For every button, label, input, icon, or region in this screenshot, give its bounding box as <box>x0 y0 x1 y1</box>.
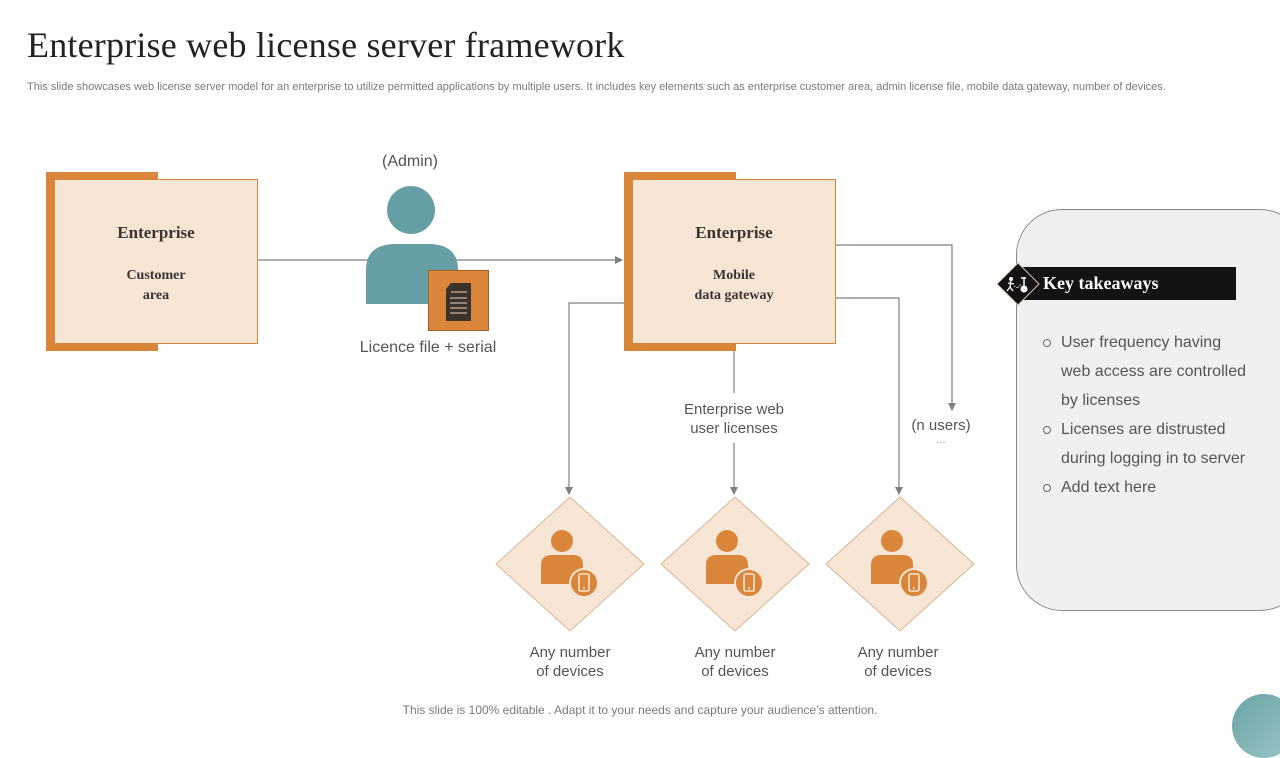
document-icon <box>446 283 471 321</box>
box-heading: Enterprise <box>117 223 195 242</box>
caption-line-1: Any number <box>694 644 776 661</box>
box-heading: Enterprise <box>695 223 773 242</box>
connector-gateway-to-device-1 <box>565 302 624 495</box>
label-line-2: user licenses <box>690 420 778 437</box>
caption-line-1: Any number <box>529 644 611 661</box>
caption-line-1: Any number <box>857 644 939 661</box>
box-line-1: Mobile <box>713 268 755 283</box>
licence-file-caption: Licence file + serial <box>359 339 497 356</box>
key-takeaways-list: User frequency having web access are con… <box>1040 328 1270 502</box>
takeaway-line: web access are controlled <box>1061 363 1246 380</box>
box-line-1: Customer <box>126 268 186 283</box>
takeaway-line: by licenses <box>1061 392 1141 409</box>
takeaway-item-3: Add text here <box>1040 473 1270 502</box>
takeaway-line: User frequency having <box>1061 334 1222 351</box>
device-caption-3: Any number of devices <box>823 643 973 681</box>
user-mobile-icon <box>541 530 599 598</box>
device-caption-2: Any number of devices <box>660 643 810 681</box>
caption-line-2: of devices <box>864 663 932 680</box>
takeaway-item-1: User frequency having web access are con… <box>1040 328 1270 415</box>
footer-note: This slide is 100% editable . Adapt it t… <box>402 703 878 717</box>
n-users-text: (n users) <box>911 417 971 434</box>
n-users-ellipsis: ... <box>936 434 946 446</box>
user-mobile-icon <box>706 530 764 598</box>
key-takeaway-icon <box>996 262 1040 306</box>
circle-bullet-icon <box>1043 484 1051 492</box>
admin-label: (Admin) <box>381 153 438 170</box>
device-node-2 <box>660 496 810 632</box>
key-takeaways-title: Key takeaways <box>1043 273 1159 293</box>
box-body: Enterprise Customer area <box>54 179 258 344</box>
takeaway-item-2: Licenses are distrusted during logging i… <box>1040 415 1270 473</box>
enterprise-customer-area-box: Enterprise Customer area <box>46 172 258 351</box>
caption-line-2: of devices <box>701 663 769 680</box>
web-user-licenses-label: Enterprise web user licenses <box>654 400 814 438</box>
caption-line-2: of devices <box>536 663 604 680</box>
device-node-3 <box>825 496 975 632</box>
user-mobile-icon <box>871 530 929 598</box>
device-caption-1: Any number of devices <box>495 643 645 681</box>
n-users-label: (n users) ... <box>896 416 986 446</box>
box-line-2: data gateway <box>694 288 774 303</box>
connector-gateway-to-n-users <box>836 244 956 411</box>
page-title: Enterprise web license server framework <box>27 25 625 65</box>
box-body: Enterprise Mobile data gateway <box>632 179 836 344</box>
circle-bullet-icon <box>1043 339 1051 347</box>
enterprise-gateway-box: Enterprise Mobile data gateway <box>624 172 836 351</box>
circle-bullet-icon <box>1043 426 1051 434</box>
takeaway-line: Licenses are distrusted <box>1061 421 1226 438</box>
takeaway-line: during logging in to server <box>1061 450 1246 467</box>
box-line-2: area <box>142 288 170 303</box>
takeaway-line: Add text here <box>1061 479 1157 496</box>
key-takeaways-header: Key takeaways <box>1018 267 1236 300</box>
device-node-1 <box>495 496 645 632</box>
licence-file-badge <box>428 270 489 331</box>
page-subtitle: This slide showcases web license server … <box>27 81 1166 93</box>
connector-gateway-to-device-3 <box>836 297 903 495</box>
label-line-1: Enterprise web <box>683 401 785 418</box>
